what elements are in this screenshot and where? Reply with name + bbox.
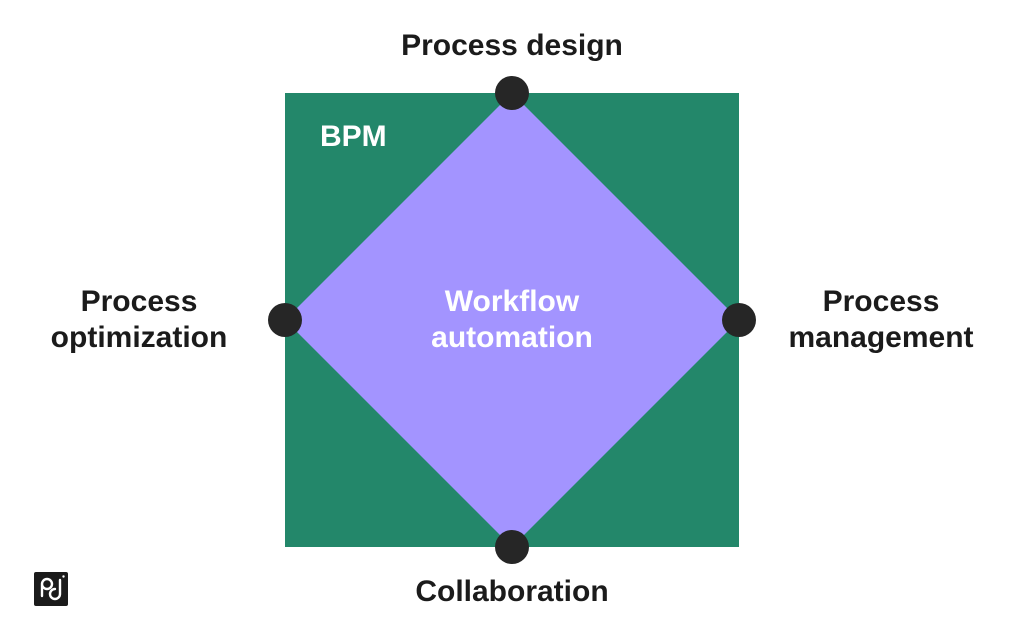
center-label-line1: Workflow	[444, 285, 580, 318]
process-optimization-label: Process optimization	[14, 284, 264, 356]
workflow-automation-diamond	[285, 93, 739, 547]
pd-logo-icon	[34, 572, 68, 606]
process-design-label: Process design	[312, 28, 712, 64]
right-label-line2: management	[788, 321, 974, 354]
node-top	[495, 76, 529, 110]
bpm-label: BPM	[320, 120, 387, 153]
collaboration-label: Collaboration	[312, 574, 712, 610]
node-left	[268, 303, 302, 337]
node-bottom	[495, 530, 529, 564]
workflow-automation-label: Workflow automation	[362, 284, 662, 356]
center-label-line2: automation	[431, 321, 593, 354]
left-label-line1: Process	[80, 285, 198, 318]
left-label-line2: optimization	[50, 321, 228, 354]
right-label-line1: Process	[822, 285, 940, 318]
node-right	[722, 303, 756, 337]
process-management-label: Process management	[756, 284, 1006, 356]
bottom-label-line1: Collaboration	[415, 575, 609, 608]
top-label-line1: Process design	[401, 29, 623, 62]
